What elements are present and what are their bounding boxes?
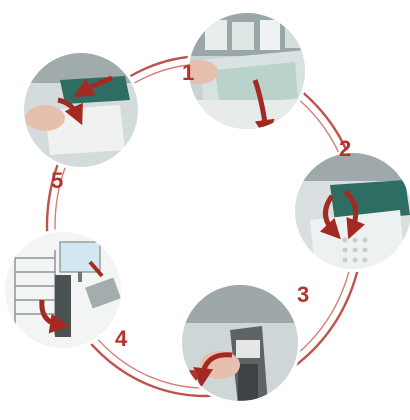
step-number-3: 3 xyxy=(297,282,309,307)
shelf-with-drawer-photo xyxy=(182,10,309,133)
step-number-1: 1 xyxy=(182,60,194,85)
handheld-scanner-photo xyxy=(179,282,302,405)
trolley-and-monitor-photo xyxy=(2,229,125,352)
hand-placing-item-photo xyxy=(21,50,141,170)
drawer-close-up-photo xyxy=(292,150,410,273)
step-number-4: 4 xyxy=(115,326,128,351)
step-number-2: 2 xyxy=(339,136,351,161)
step-number-5: 5 xyxy=(51,168,63,193)
